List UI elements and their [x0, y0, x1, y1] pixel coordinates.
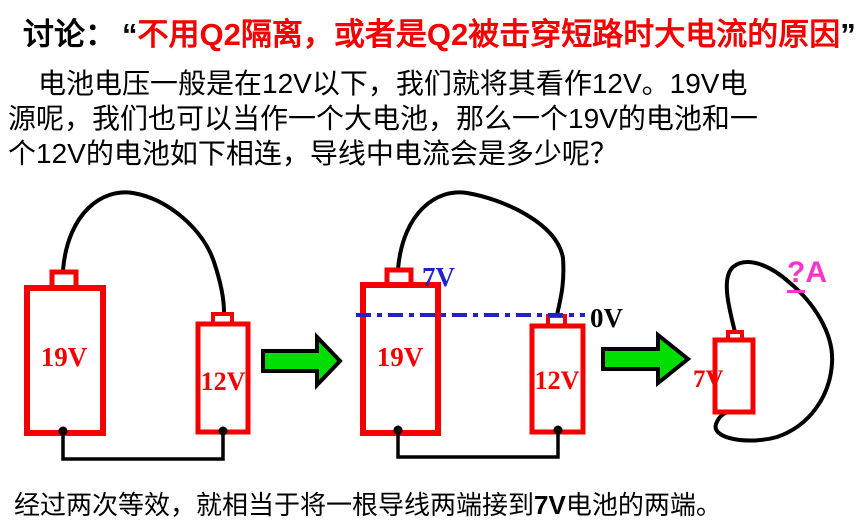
paragraph-line-3: 个12V的电池如下相连，导线中电流会是多少呢？	[8, 138, 618, 169]
battery-7v-label: 7V	[693, 366, 724, 393]
battery-19v-label-middle: 19V	[377, 342, 424, 372]
title-open-quote: “	[122, 17, 138, 52]
equivalence-arrow-1	[261, 332, 343, 390]
ampere-unit: A	[805, 256, 827, 289]
circuit-middle: 19V 12V 7V 0V	[356, 190, 624, 459]
top-wire-middle-circuit	[396, 190, 566, 318]
connection-dot	[58, 426, 68, 436]
title-prefix: 讨论：	[23, 17, 116, 52]
circuit-left: 19V 12V	[24, 190, 251, 461]
battery-7v-body	[712, 337, 756, 415]
battery-19v-label-left: 19V	[41, 342, 88, 372]
title-close-quote: ”	[840, 17, 856, 52]
battery-19v-body-left	[24, 285, 106, 436]
bottom-wire-left-circuit	[61, 433, 225, 461]
bottom-wire-middle-circuit	[396, 432, 560, 459]
connection-dot	[553, 425, 563, 435]
body-paragraph: 电池电压一般是在12V以下，我们就将其看作12V。19V电 源呢，我们也可以当作…	[8, 66, 858, 171]
paragraph-line-1: 电池电压一般是在12V以下，我们就将其看作12V。19V电	[38, 68, 748, 99]
battery-12v-label-middle: 12V	[535, 366, 580, 395]
title-emphasis: 不用Q2隔离，或者是Q2被击穿短路时大电流的原因	[137, 17, 841, 52]
zero-volt-label: 0V	[590, 303, 624, 333]
battery-12v-label-left: 12V	[201, 367, 246, 396]
conclusion-7v-highlight: 7V	[534, 490, 566, 520]
slide-title: 讨论：“不用Q2隔离，或者是Q2被击穿短路时大电流的原因”	[23, 9, 856, 54]
conclusion-text: 经过两次等效，就相当于将一根导线两端接到7V电池的两端。	[14, 485, 722, 522]
connection-dot	[393, 425, 403, 435]
top-wire-left-circuit	[61, 190, 226, 314]
conclusion-after: 电池的两端。	[565, 490, 722, 520]
connection-dot	[218, 426, 228, 436]
paragraph-line-2: 源呢，我们也可以当作一个大电池，那么一个19V的电池和一	[8, 103, 758, 134]
equivalent-7v-label: 7V	[422, 262, 456, 292]
question-mark: ?	[787, 256, 806, 293]
conclusion-before: 经过两次等效，就相当于将一根导线两端接到	[14, 490, 535, 520]
current-question-label: ?A	[787, 256, 827, 293]
circuit-right: 7V	[693, 260, 835, 443]
equivalence-arrow-2	[601, 330, 692, 388]
short-circuit-loop-wire	[713, 260, 835, 443]
